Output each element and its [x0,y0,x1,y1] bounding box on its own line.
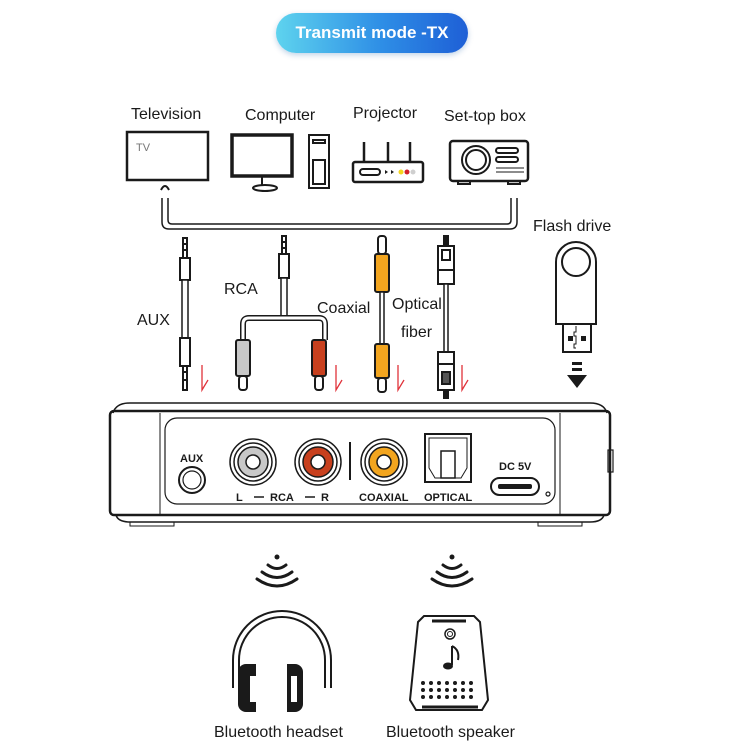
projector-icon [351,142,425,184]
optical-cable-icon [437,235,455,399]
label-set-top-box: Set-top box [444,108,526,125]
label-flash-drive: Flash drive [533,218,612,235]
port-label-coaxial: COAXIAL [359,492,409,504]
wireless-signal-icons [255,554,474,588]
rca-cable-icon [235,235,328,391]
label-optical-cable: Optical [392,296,442,313]
label-projector: Projector [353,105,418,122]
port-label-rca: RCA [270,492,294,504]
port-label-optical: OPTICAL [424,492,473,504]
bluetooth-headset-icon [232,610,332,712]
set-top-box-icon [448,139,530,185]
label-bluetooth-headset: Bluetooth headset [214,724,343,741]
computer-icon [230,133,330,192]
label-coaxial-cable: Coaxial [317,300,371,317]
coaxial-cable-icon [374,235,390,393]
port-label-rca-r: R [321,492,329,504]
insert-arrow-icons [201,365,469,393]
label-fiber-cable: fiber [401,324,433,341]
label-television: Television [131,106,202,123]
port-label-dc: DC 5V [499,461,532,473]
port-label-rca-l: L [236,492,243,504]
label-rca-cable: RCA [224,281,258,298]
flash-drive-icon [555,241,597,388]
label-bluetooth-speaker: Bluetooth speaker [386,724,515,741]
tv-screen-text: TV [136,142,151,154]
label-computer: Computer [245,107,316,124]
aux-cable-icon [179,237,191,391]
bluetooth-speaker-icon [408,615,490,711]
port-label-aux: AUX [180,453,204,465]
television-icon [125,130,210,191]
label-aux-cable: AUX [137,312,170,329]
transmit-mode-banner: Transmit mode -TX [276,13,468,53]
